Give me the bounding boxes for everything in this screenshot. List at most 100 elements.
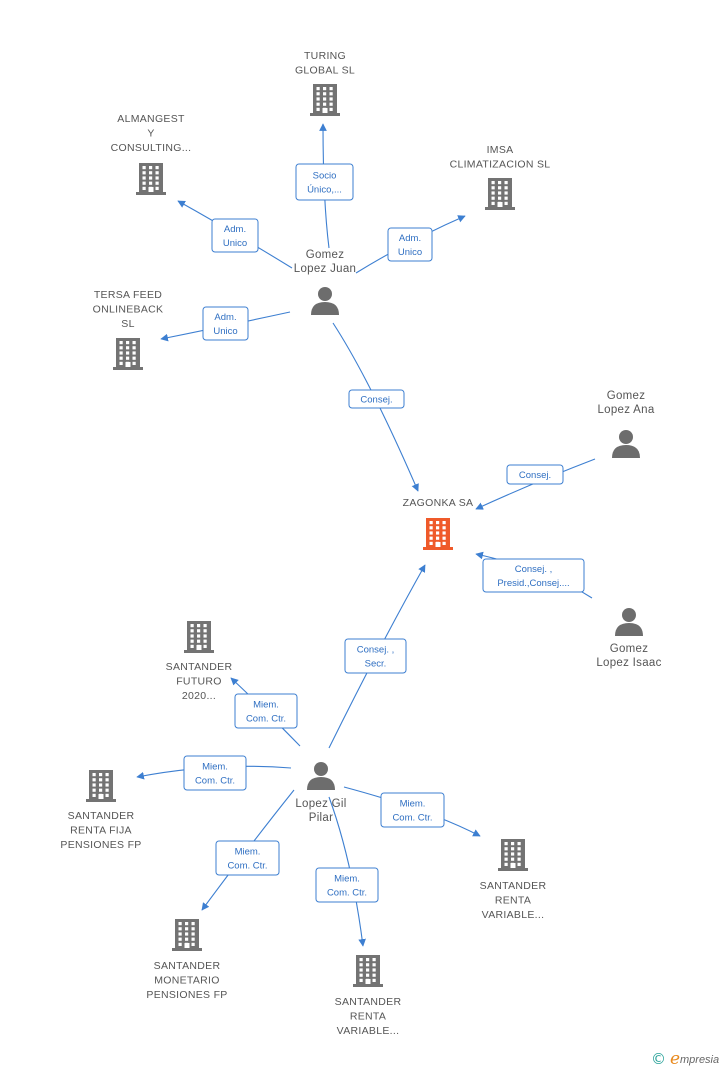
node-label: CLIMATIZACION SL [450,159,551,171]
empresia-watermark[interactable]: © e mpresia [651,1049,719,1069]
role-label: Adm. [224,224,246,235]
node-label: Gomez [610,643,649,655]
role-box[interactable]: Consej. [506,464,564,485]
role-box-frame [202,306,249,341]
role-label: Consej. [360,395,392,406]
role-box[interactable]: Adm. Unico [211,218,259,253]
role-label: Unico [223,238,247,249]
role-box[interactable]: Adm.Unico [202,306,249,341]
building-icon [423,518,453,550]
role-box-frame [315,867,379,903]
node-label: Y [147,128,154,140]
node-label: MONETARIO [154,975,220,987]
node-santander-futuro[interactable]: SANTANDER FUTURO 2020... [166,621,233,702]
node-label: SANTANDER [166,661,233,673]
building-icon [136,163,166,195]
node-label: Gomez [306,249,345,261]
role-box[interactable]: Miem. Com. Ctr. [234,693,298,729]
role-label: Miem. [253,700,279,711]
node-santander-variable-1[interactable]: SANTANDER RENTA VARIABLE... [480,839,547,921]
node-label: VARIABLE... [337,1025,400,1037]
role-box-frame [295,163,354,201]
node-santander-variable-2[interactable]: SANTANDERRENTAVARIABLE... [335,955,402,1037]
role-label: Miem. [400,799,426,810]
node-label: SANTANDER [68,810,135,822]
role-box-frame [215,840,280,876]
role-label: Com. Ctr. [392,813,432,824]
node-label: ALMANGEST [117,113,185,125]
nodes-layer: TURING GLOBAL SL ALMANGEST Y CONSULTING... IM… [60,50,661,1037]
role-box-frame [387,227,433,262]
role-box[interactable]: Miem.Com. Ctr. [183,755,247,791]
node-label: 2020... [182,690,216,702]
node-label: ZAGONKA SA [403,497,474,509]
node-label: Lopez Ana [597,404,654,416]
node-label: Pilar [309,812,334,824]
role-box[interactable]: Miem.Com. Ctr. [215,840,280,876]
role-box[interactable]: Consej. [348,389,405,409]
node-label: RENTA [495,895,531,907]
node-label: IMSA [487,144,514,156]
role-box-frame [380,792,445,828]
role-box[interactable]: SocioÚnico,... [295,163,354,201]
role-box-frame [183,755,247,791]
role-box[interactable]: Adm. Unico [387,227,433,262]
role-box[interactable]: Consej. , Secr. [344,638,407,674]
building-icon [113,338,143,370]
node-label: Lopez Juan [294,263,356,275]
brand-name: mpresia [680,1054,719,1066]
node-label: FUTURO [176,676,222,688]
role-box[interactable]: Miem.Com. Ctr. [315,867,379,903]
role-box-frame [348,389,405,409]
node-label: SANTANDER [480,880,547,892]
role-label: Adm. [399,233,421,244]
node-zagonka[interactable]: ZAGONKA SA [403,497,474,550]
role-label: Consej. , [515,564,553,575]
node-almangest[interactable]: ALMANGEST Y CONSULTING... [111,113,192,195]
role-box-frame [211,218,259,253]
role-label: Socio [313,171,337,182]
building-icon [172,919,202,951]
role-label: Unico [398,247,422,258]
role-box-frame [344,638,407,674]
role-box-frame [234,693,298,729]
role-label: Consej. , [357,645,395,656]
brand-initial: e [670,1049,680,1069]
building-icon [353,955,383,987]
building-icon [498,839,528,871]
building-icon [310,84,340,116]
node-label: VARIABLE... [482,909,545,921]
node-label: TURING [304,50,346,62]
building-icon [485,178,515,210]
person-icon [307,762,335,790]
edge-lopez_gil-to-santander_variable_2 [328,796,366,947]
node-label: SL [121,318,134,330]
node-label: Gomez [607,390,646,402]
role-box-frame [506,464,564,485]
role-label: Miem. [334,874,360,885]
role-box[interactable]: Consej. ,Presid.,Consej.... [482,558,585,593]
copyright-symbol: © [651,1050,666,1068]
node-label: CONSULTING... [111,142,192,154]
role-label: Com. Ctr. [246,714,286,725]
person-icon [612,430,640,458]
node-label: GLOBAL SL [295,65,355,77]
role-box[interactable]: Miem. Com. Ctr. [380,792,445,828]
node-imsa[interactable]: IMSA CLIMATIZACION SL [450,144,551,210]
edges-layer [136,123,596,947]
building-icon [86,770,116,802]
role-label: Consej. [519,470,551,481]
building-icon [184,621,214,653]
person-icon [311,287,339,315]
role-label: Secr. [365,659,387,670]
node-turing[interactable]: TURING GLOBAL SL [295,50,355,116]
